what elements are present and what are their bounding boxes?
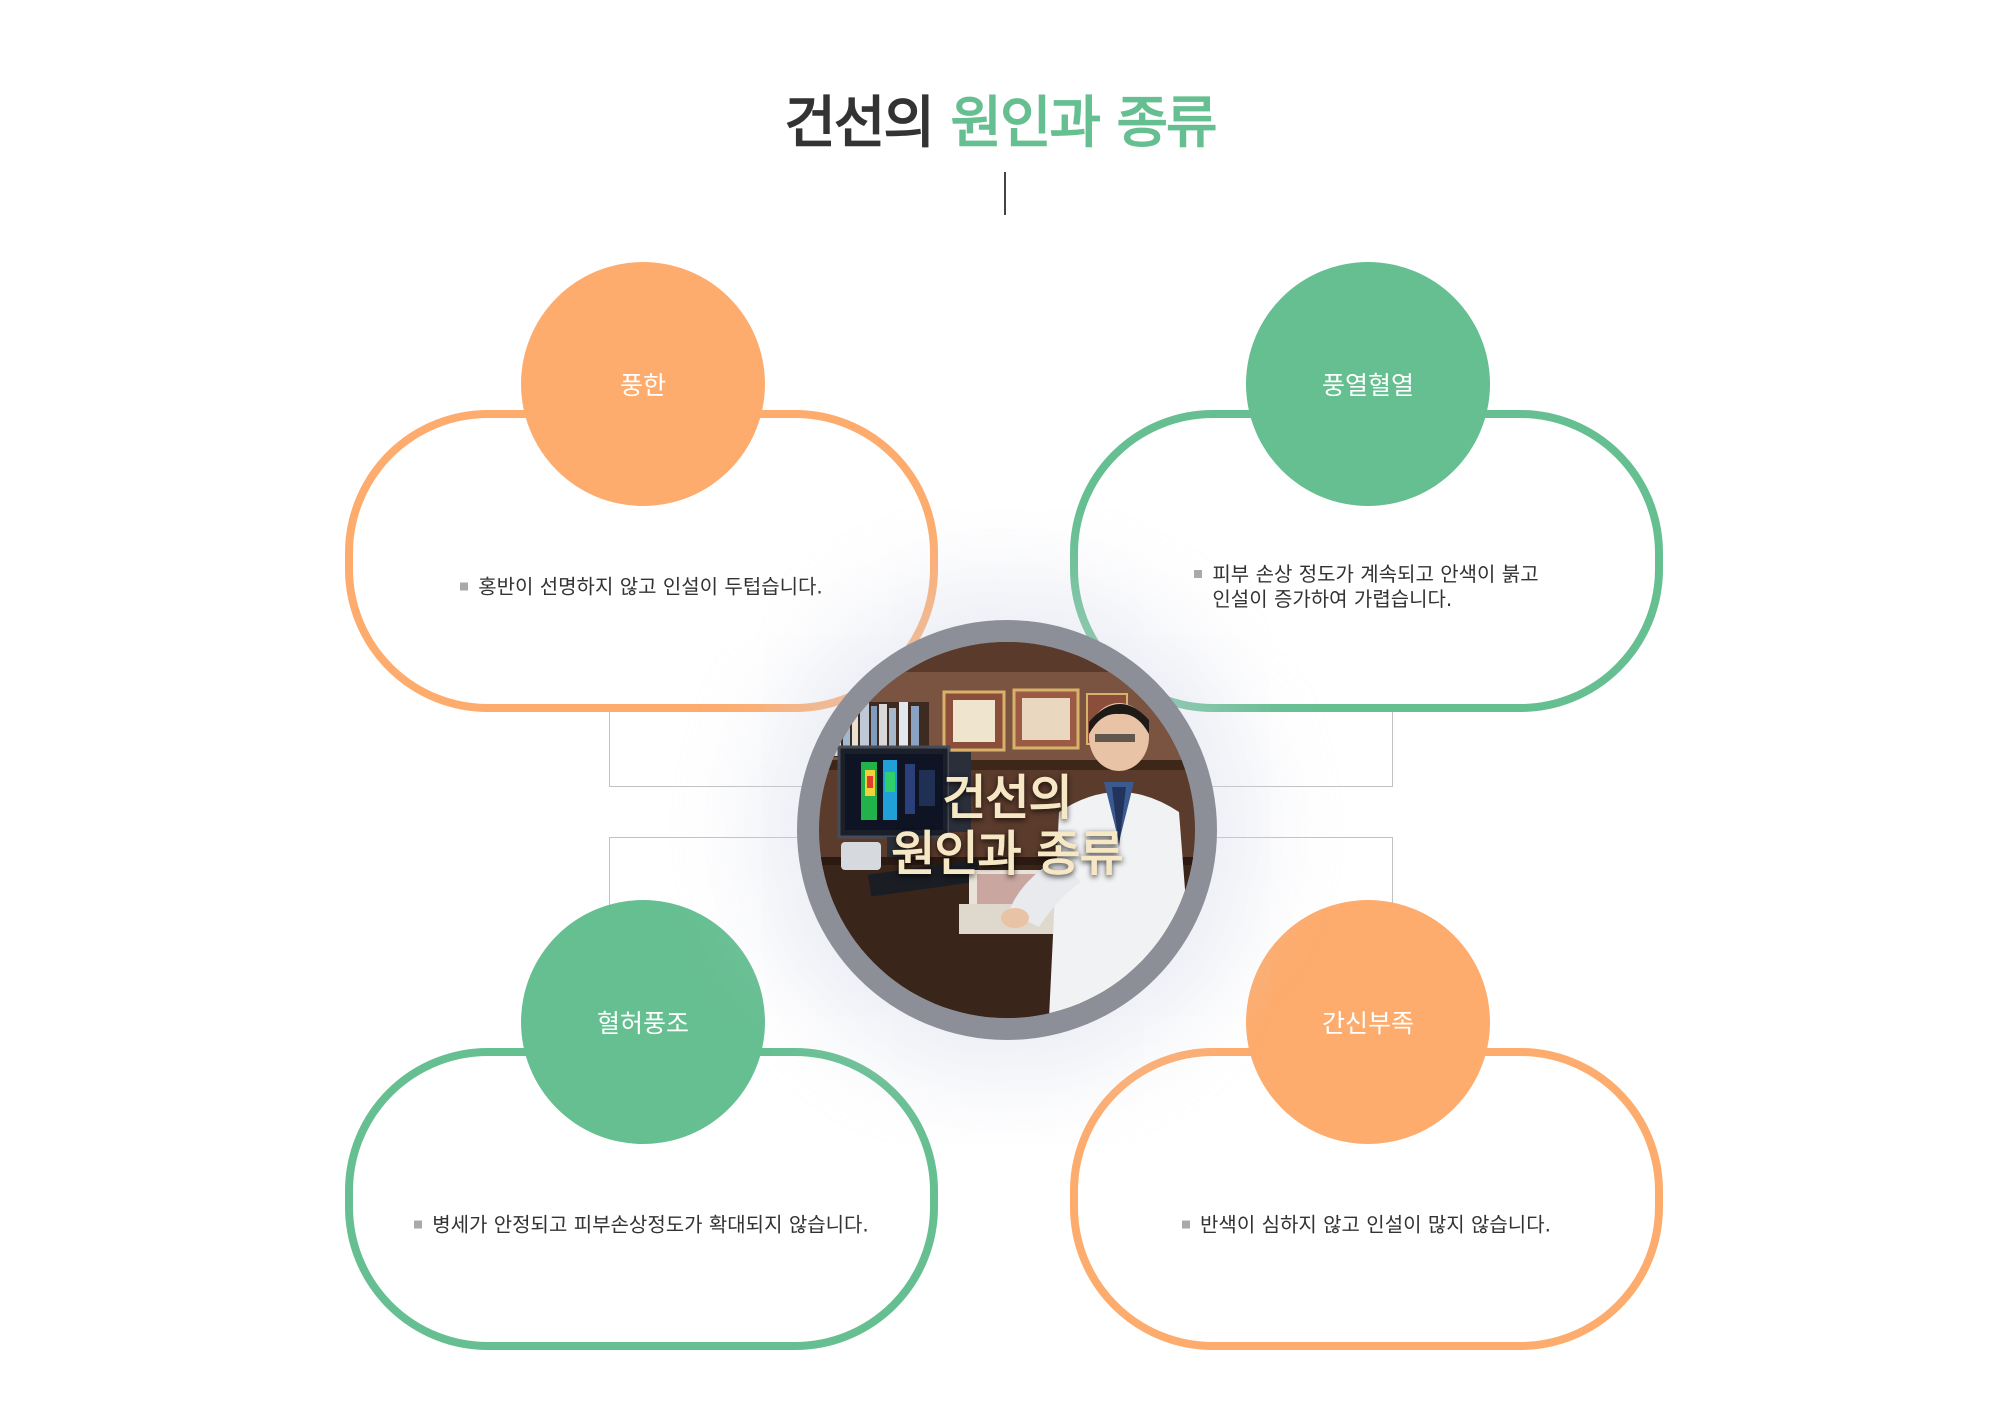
card-title: 풍한	[619, 371, 666, 400]
card-title: 풍열혈열	[1321, 371, 1414, 400]
title-divider	[1004, 172, 1006, 215]
center-circle: 건선의 원인과 종류	[797, 620, 1217, 1040]
card-description: 병세가 안정되고 피부손상정도가 확대되지 않습니다.	[353, 1213, 930, 1238]
bullet-icon	[460, 582, 469, 590]
bullet-icon	[1182, 1220, 1191, 1228]
card-description: 홍반이 선명하지 않고 인설이 두텁습니다.	[353, 575, 930, 600]
card-title: 간신부족	[1321, 1009, 1414, 1038]
card-description-line: 홍반이 선명하지 않고 인설이 두텁습니다.	[478, 574, 823, 599]
card-title-badge: 풍한	[521, 262, 765, 506]
card-description: 반색이 심하지 않고 인설이 많지 않습니다.	[1078, 1213, 1655, 1238]
page-title-part1: 건선의	[784, 91, 935, 156]
connector-bottom-left	[609, 837, 820, 941]
card-description-line: 피부 손상 정도가 계속되고 안색이 붉고	[1212, 562, 1539, 586]
bullet-icon	[1194, 569, 1203, 578]
center-caption-line1: 건선의	[942, 770, 1072, 826]
connector-bottom-right	[1195, 837, 1393, 941]
card-description-line: 병세가 안정되고 피부손상정도가 확대되지 않습니다.	[432, 1212, 869, 1237]
bullet-icon	[414, 1220, 423, 1228]
card-description-line: 반색이 심하지 않고 인설이 많지 않습니다.	[1200, 1212, 1551, 1237]
card-title-badge: 풍열혈열	[1246, 262, 1490, 506]
card-description-line: 인설이 증가하여 가렵습니다.	[1212, 587, 1453, 611]
doctor-at-computer-photo	[819, 642, 1195, 1018]
connector-top-right	[1195, 700, 1393, 787]
card-title-badge: 간신부족	[1246, 900, 1490, 1144]
page-title-part2: 원인과 종류	[950, 91, 1217, 156]
connector-top-left	[609, 700, 820, 787]
center-caption: 건선의 원인과 종류	[797, 770, 1217, 882]
card-title-badge: 혈허풍조	[521, 900, 765, 1144]
center-caption-line2: 원인과 종류	[891, 826, 1124, 882]
card-title: 혈허풍조	[596, 1009, 689, 1038]
page-title: 건선의 원인과 종류	[0, 78, 2000, 159]
